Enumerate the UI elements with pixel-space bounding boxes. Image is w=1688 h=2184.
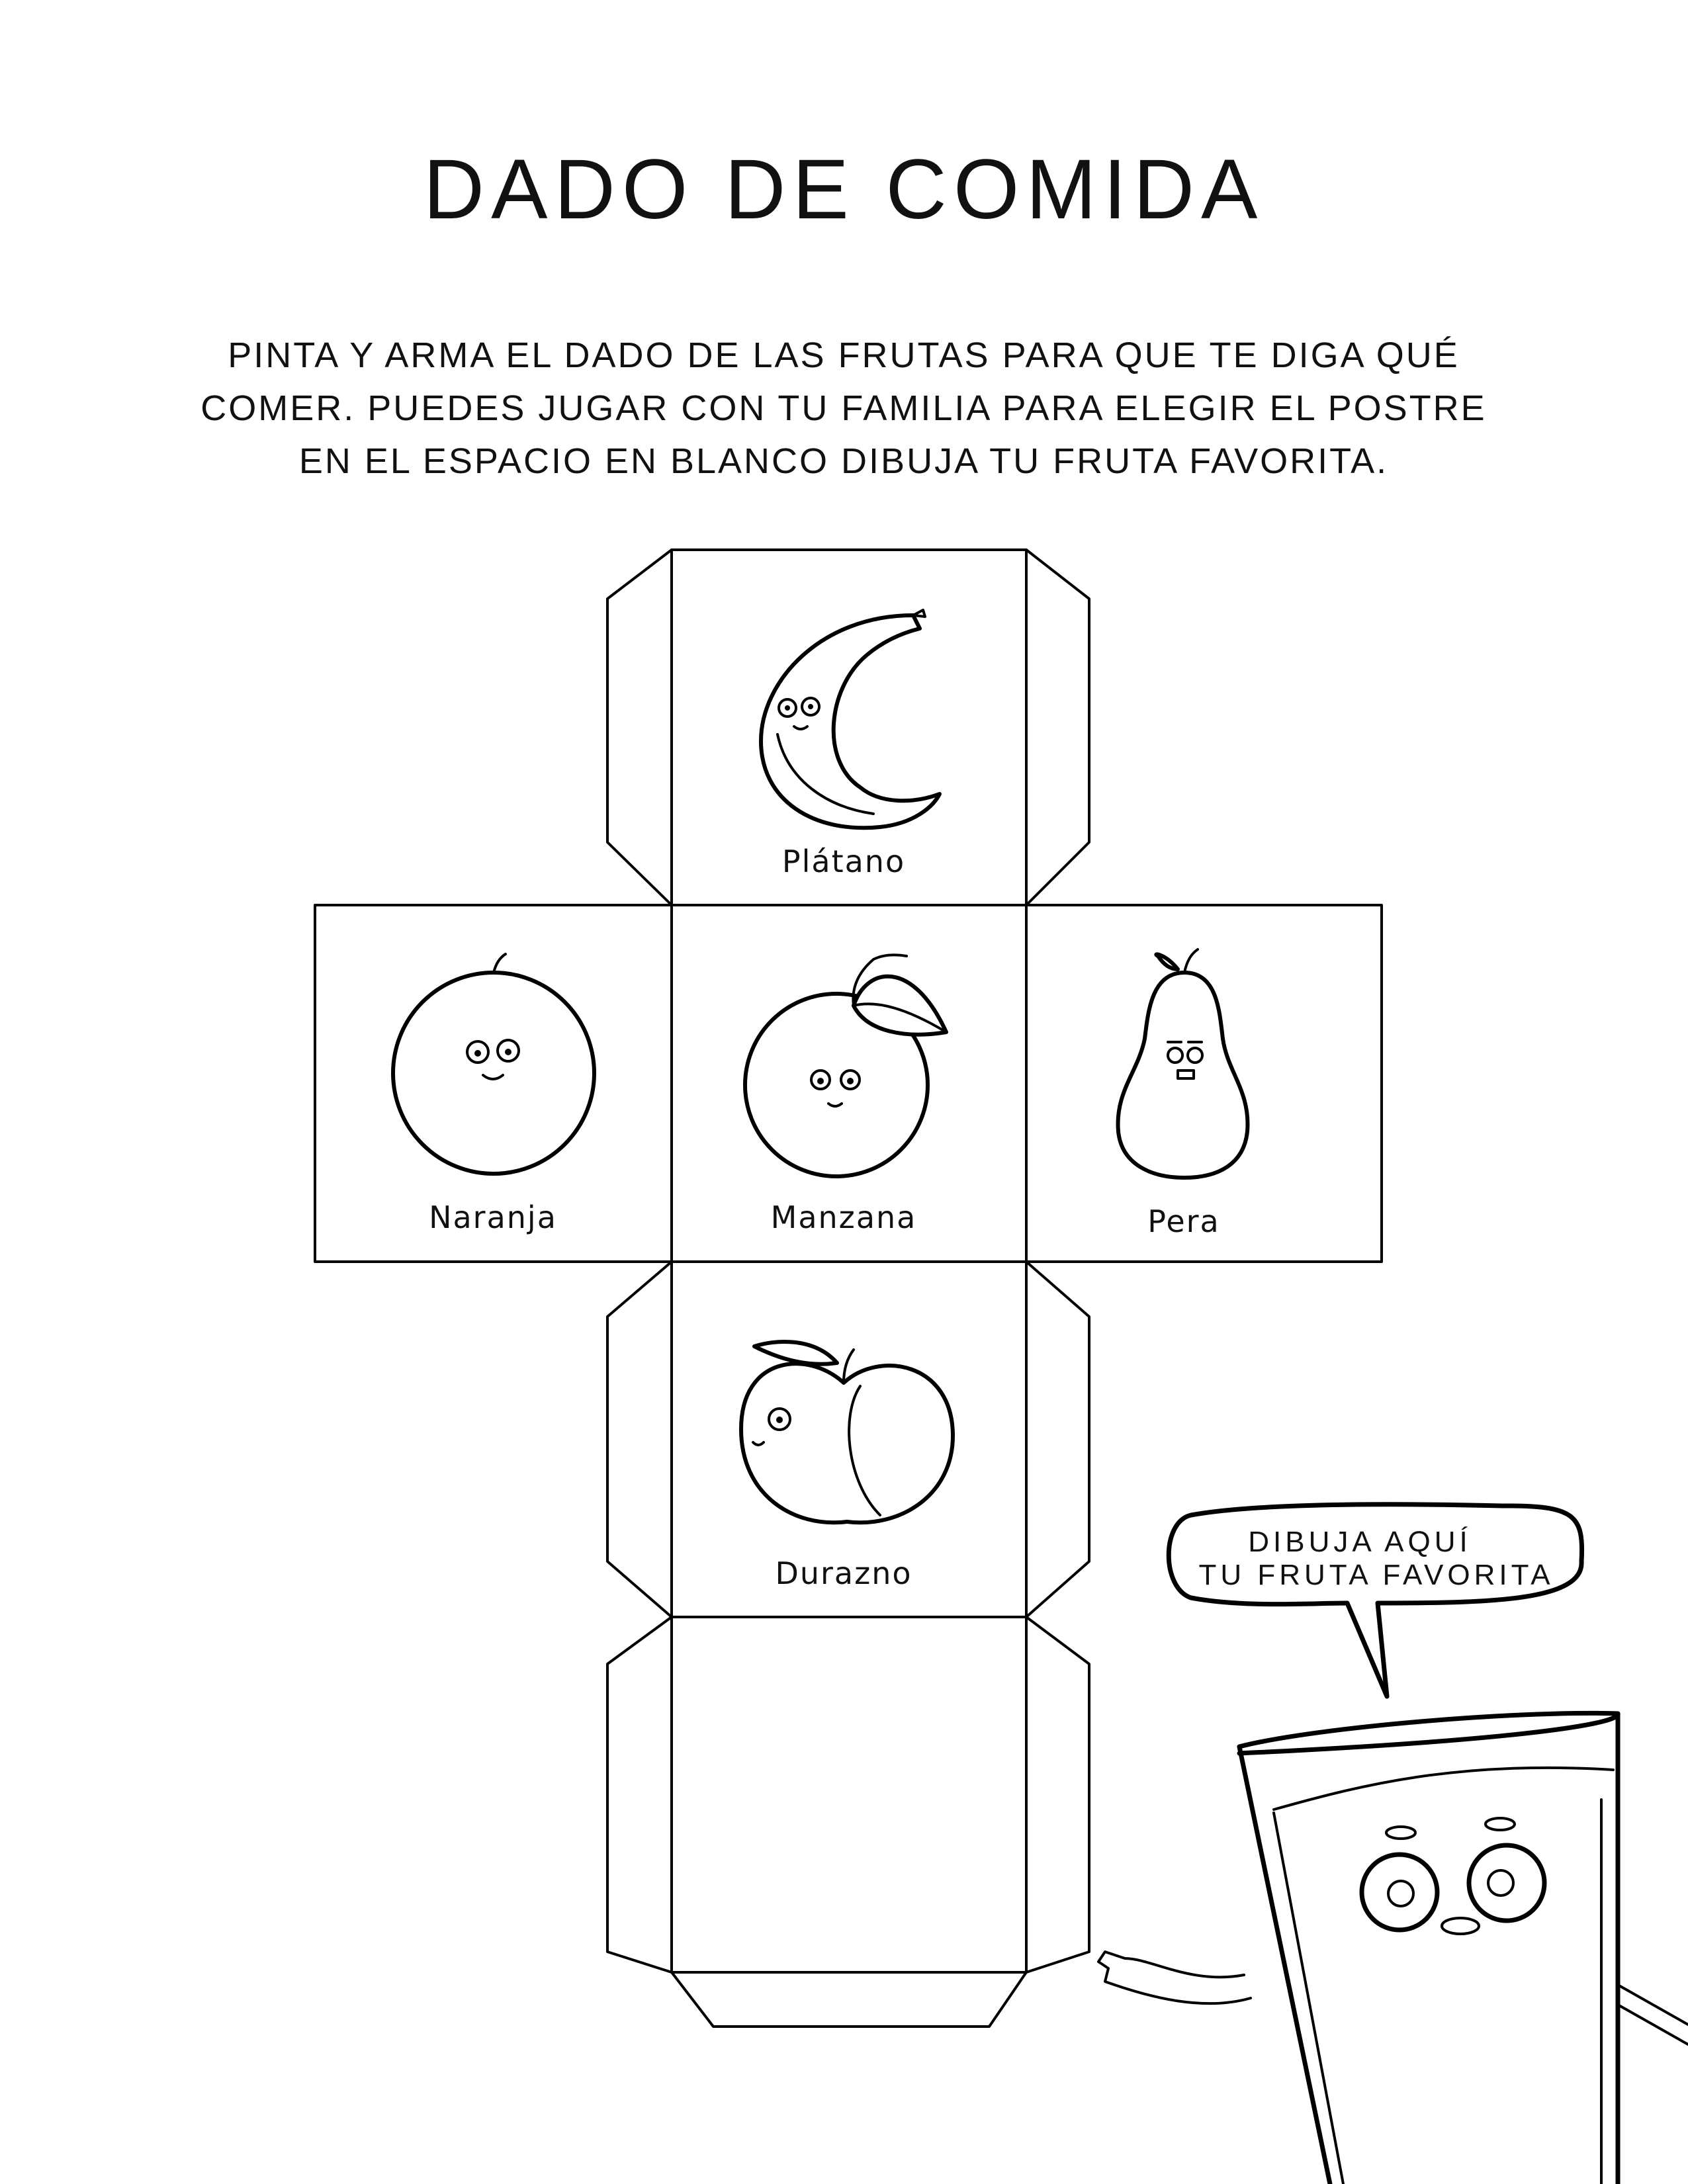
label-pera: Pera	[1147, 1203, 1220, 1239]
peach-icon	[739, 1339, 955, 1525]
bubble-line-1: DIBUJA AQUÍ	[1248, 1526, 1471, 1558]
flap-bottom-right	[1025, 1616, 1090, 1974]
label-manzana: Manzana	[771, 1200, 917, 1235]
orange-icon	[391, 953, 596, 1176]
page-title: DADO DE COMIDA	[423, 142, 1265, 237]
flap-top-left	[606, 548, 673, 906]
apple-icon	[743, 953, 948, 1178]
flap-lower-left	[606, 1260, 673, 1618]
instructions-line-2: COMER. PUEDES JUGAR CON TU FAMILIA PARA …	[200, 388, 1486, 428]
bubble-line-2: TU FRUTA FAVORITA	[1198, 1559, 1554, 1591]
face-pera	[1025, 904, 1383, 1263]
flap-lower-right	[1025, 1260, 1090, 1618]
flap-bottom-left	[606, 1616, 673, 1974]
pear-icon	[1116, 948, 1250, 1180]
label-durazno: Durazno	[775, 1555, 912, 1591]
instructions-line-1: PINTA Y ARMA EL DADO DE LAS FRUTAS PARA …	[228, 335, 1460, 375]
glass-character-illustration	[1097, 1710, 1688, 2184]
instructions-line-3: EN EL ESPACIO EN BLANCO DIBUJA TU FRUTA …	[299, 441, 1388, 481]
flap-bottom	[670, 1971, 1028, 2028]
face-blank	[670, 1616, 1028, 1974]
cube-net	[314, 548, 1383, 2028]
flap-top-right	[1025, 548, 1090, 906]
speech-bubble: DIBUJA AQUÍ TU FRUTA FAVORITA	[1166, 1502, 1585, 1699]
label-platano: Plátano	[782, 844, 905, 879]
label-naranja: Naranja	[429, 1200, 557, 1235]
banana-icon	[759, 609, 942, 830]
